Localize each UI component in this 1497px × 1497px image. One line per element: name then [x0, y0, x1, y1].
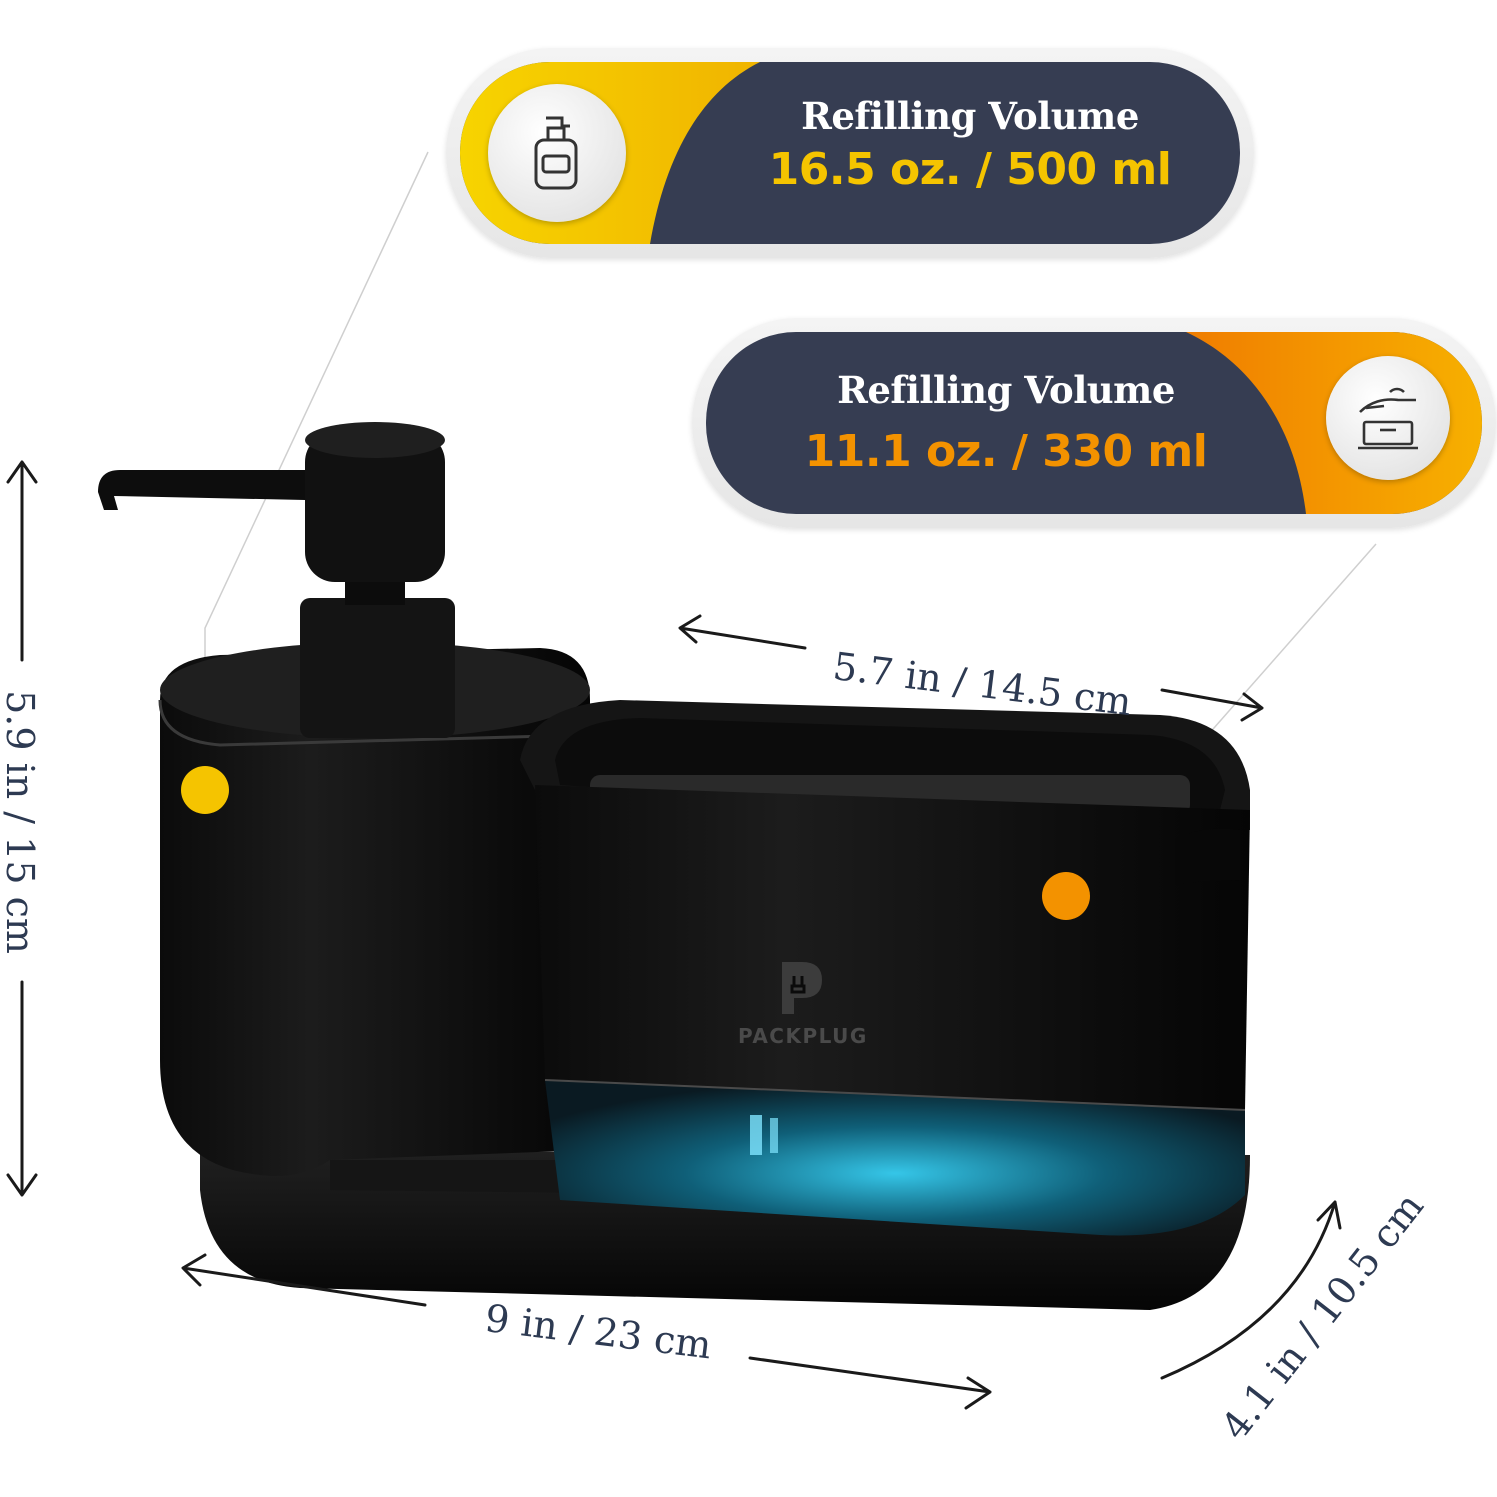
brand-logo — [782, 962, 822, 1014]
callout-panel: Refilling Volume 16.5 oz. / 500 ml — [460, 62, 1240, 244]
callout-title: Refilling Volume — [837, 368, 1175, 412]
dispenser-body — [160, 648, 590, 1176]
callout-title: Refilling Volume — [801, 94, 1139, 138]
callout-value: 11.1 oz. / 330 ml — [804, 426, 1208, 477]
soap-bottle-icon — [488, 84, 626, 222]
sponge-caddy-front — [535, 785, 1250, 1110]
clear-reservoir — [545, 1080, 1245, 1236]
pump-head — [305, 432, 445, 582]
height-label: 5.9 in / 15 cm — [0, 690, 42, 954]
callout-panel: Refilling Volume 11.1 oz. / 330 ml — [706, 332, 1482, 514]
callout-sponge-volume: Refilling Volume 11.1 oz. / 330 ml — [692, 318, 1496, 528]
hand-sponge-icon — [1326, 356, 1450, 480]
pump-collar — [300, 598, 455, 738]
pump-spout — [98, 470, 305, 510]
brand-name: PACKPLUG — [738, 1024, 868, 1048]
callout-soap-volume: Refilling Volume 16.5 oz. / 500 ml — [446, 48, 1254, 258]
dot-sponge — [1042, 872, 1090, 920]
callout-value: 16.5 oz. / 500 ml — [768, 144, 1172, 195]
dot-soap — [181, 766, 229, 814]
